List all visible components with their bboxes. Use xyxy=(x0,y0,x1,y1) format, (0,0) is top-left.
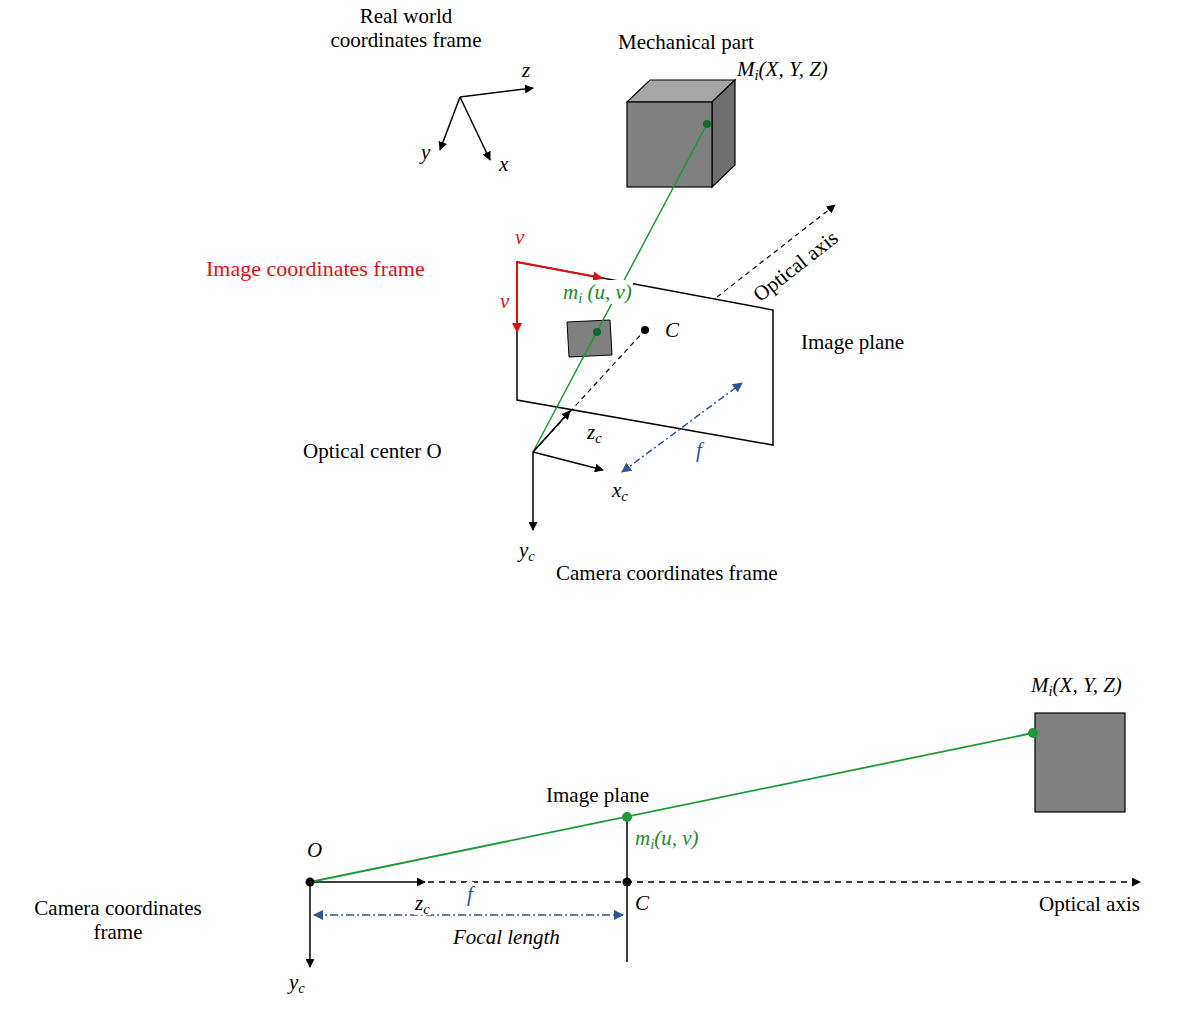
axis-label: x xyxy=(498,152,509,176)
point-label: O xyxy=(306,838,323,862)
side-view-axes xyxy=(310,882,425,967)
axis-label: zc xyxy=(586,420,603,444)
principal-point xyxy=(641,326,649,334)
projection-ray xyxy=(533,124,707,452)
subscript: c xyxy=(595,430,602,446)
principal-ray xyxy=(533,330,645,452)
mechanical-part-side xyxy=(1035,713,1125,812)
subscript: c xyxy=(423,901,430,917)
text-part: y xyxy=(289,970,298,994)
text-part: (X, Y, Z) xyxy=(1053,673,1122,697)
axis-label: z xyxy=(521,58,531,82)
subscript: c xyxy=(298,980,305,996)
point-label: C xyxy=(664,318,680,342)
world-axes xyxy=(440,88,533,160)
subscript: i xyxy=(755,67,759,83)
point-label: Mi(X, Y, Z) xyxy=(1030,673,1123,697)
image-plane-edge xyxy=(626,820,628,962)
mechanical-part-cube xyxy=(627,80,735,187)
subscript: i xyxy=(650,836,654,852)
projection-ray xyxy=(310,733,1033,882)
frame-title: Image coordinates frame xyxy=(205,256,426,281)
world-point xyxy=(703,120,711,128)
subscript: c xyxy=(528,548,535,564)
image-plane xyxy=(517,262,773,445)
axis-label: v xyxy=(499,289,510,313)
axis-label: xc xyxy=(611,478,629,502)
axis-name: Optical axis xyxy=(747,225,843,307)
text-part: (u, v) xyxy=(654,826,698,850)
text-part: m xyxy=(563,280,578,304)
point-label: mi (u, v) xyxy=(562,280,633,304)
text-part: z xyxy=(587,420,595,444)
point-name: Optical center O xyxy=(302,439,443,463)
text-part: y xyxy=(519,538,528,562)
focal-length-arrow xyxy=(314,914,623,916)
text-part: M xyxy=(1031,673,1049,697)
text-part: x xyxy=(612,478,621,502)
text-part: z xyxy=(415,891,423,915)
plane-name: Image plane xyxy=(800,330,905,354)
part-name: Mechanical part xyxy=(617,30,755,54)
dimension-label: f xyxy=(695,438,703,462)
text-part: M xyxy=(737,57,755,81)
projected-part xyxy=(567,320,612,357)
text-part: m xyxy=(635,826,650,850)
axis-label: y xyxy=(420,140,431,164)
world-point xyxy=(1028,728,1038,738)
optical-center xyxy=(306,878,315,887)
image-point xyxy=(593,328,601,336)
axis-label: yc xyxy=(518,538,536,562)
axis-label: zc xyxy=(414,891,431,915)
subscript: i xyxy=(1049,683,1053,699)
image-point xyxy=(622,812,632,822)
frame-title: Camera coordinates frame xyxy=(555,561,779,585)
camera-axes xyxy=(533,411,603,530)
axis-label: v xyxy=(514,225,525,249)
point-label: mi(u, v) xyxy=(634,826,700,850)
subscript: i xyxy=(578,290,582,306)
dimension-label: f xyxy=(466,882,474,906)
plane-name: Image plane xyxy=(545,783,650,807)
focal-length-arrow xyxy=(622,383,742,472)
frame-title: Real world coordinates frame xyxy=(315,4,497,52)
frame-title: Camera coordinates frame xyxy=(12,896,224,944)
point-label: Mi(X, Y, Z) xyxy=(736,57,829,81)
principal-point xyxy=(623,878,632,887)
axis-label: yc xyxy=(288,970,306,994)
subscript: c xyxy=(621,488,628,504)
text-part: (u, v) xyxy=(582,280,632,304)
optical-axis-line xyxy=(428,881,1140,883)
text-part: (X, Y, Z) xyxy=(759,57,828,81)
point-label: C xyxy=(634,891,650,915)
axis-name: Optical axis xyxy=(1038,892,1141,916)
dimension-label: Focal length xyxy=(452,925,561,949)
